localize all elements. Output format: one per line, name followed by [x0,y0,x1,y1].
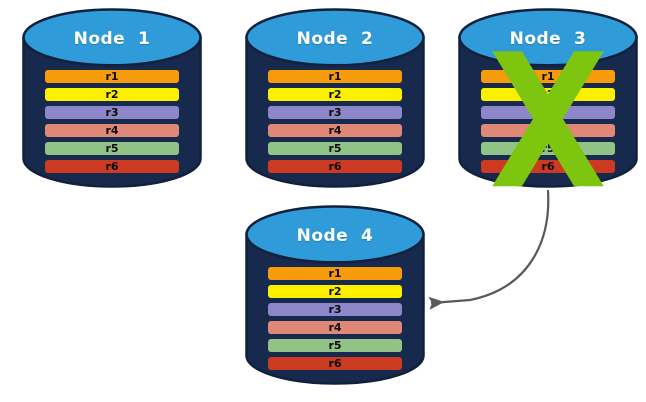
row-bar-r1[interactable]: r1 [268,266,402,280]
cylinder-top [245,205,425,264]
row-bar-r4[interactable]: r4 [268,123,402,137]
row-bar-r5[interactable]: r5 [481,141,615,155]
row-bar-r5[interactable]: r5 [45,141,179,155]
row-bar-r2[interactable]: r2 [481,87,615,101]
row-bar-r6[interactable]: r6 [481,159,615,173]
node-2-rows: r1 r2 r3 r4 r5 r6 [245,69,425,173]
node-1-rows: r1 r2 r3 r4 r5 r6 [22,69,202,173]
node-4-rows: r1 r2 r3 r4 r5 r6 [245,266,425,370]
row-bar-r1[interactable]: r1 [45,69,179,83]
row-bar-r6[interactable]: r6 [268,159,402,173]
node-3-rows: r1 r2 r3 r4 r5 r6 [458,69,638,173]
row-bar-r4[interactable]: r4 [45,123,179,137]
row-bar-r1[interactable]: r1 [268,69,402,83]
row-bar-r4[interactable]: r4 [481,123,615,137]
row-bar-r4[interactable]: r4 [268,320,402,334]
row-bar-r5[interactable]: r5 [268,141,402,155]
row-bar-r3[interactable]: r3 [268,302,402,316]
row-bar-r3[interactable]: r3 [481,105,615,119]
row-bar-r3[interactable]: r3 [268,105,402,119]
row-bar-r1[interactable]: r1 [481,69,615,83]
cylinder-top [22,8,202,67]
row-bar-r2[interactable]: r2 [45,87,179,101]
row-bar-r2[interactable]: r2 [268,284,402,298]
row-bar-r6[interactable]: r6 [45,159,179,173]
row-bar-r3[interactable]: r3 [45,105,179,119]
row-bar-r6[interactable]: r6 [268,356,402,370]
cylinder-top [245,8,425,67]
row-bar-r5[interactable]: r5 [268,338,402,352]
row-bar-r2[interactable]: r2 [268,87,402,101]
cylinder-top [458,8,638,67]
